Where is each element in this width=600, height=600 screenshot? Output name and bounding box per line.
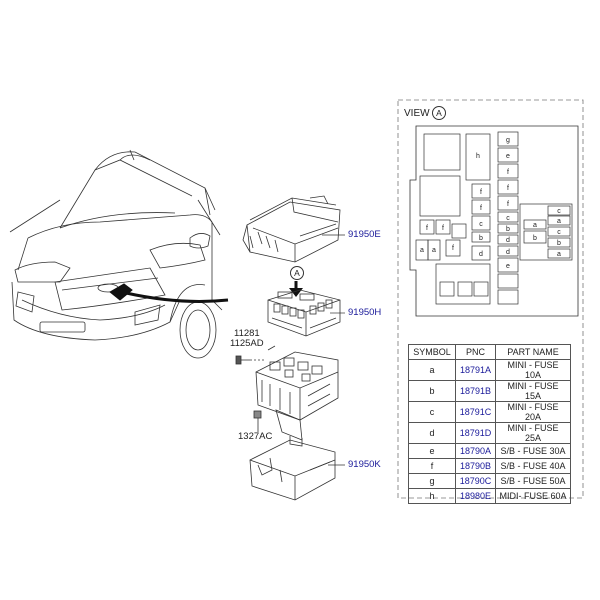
header-part-name: PART NAME [495, 344, 571, 360]
header-symbol: SYMBOL [408, 344, 456, 360]
fuse-label: d [506, 237, 510, 244]
pnc-cell[interactable]: 18790B [455, 458, 496, 474]
part-name-cell: MINI - FUSE 25A [495, 422, 571, 444]
table-row: d 18791D MINI - FUSE 25A [408, 422, 571, 444]
fuse-label: e [506, 153, 510, 160]
fuse-label: f [426, 225, 428, 232]
fuse-label: a [557, 218, 561, 225]
part-name-cell: MINI - FUSE 15A [495, 380, 571, 402]
fuse-label: c [557, 229, 561, 236]
fuse-label: f [507, 201, 509, 208]
fuse-label: h [476, 153, 480, 160]
table-row: a 18791A MINI - FUSE 10A [408, 359, 571, 381]
fuse-label: f [442, 225, 444, 232]
callout-bolt-code: 11281 [234, 328, 260, 339]
fuse-label: e [506, 263, 510, 270]
fuse-label: c [506, 215, 510, 222]
view-arrow [289, 281, 303, 297]
part-name-cell: S/B - FUSE 40A [495, 458, 571, 474]
fuse-label: b [533, 235, 537, 242]
fuse-label: b [479, 235, 483, 242]
table-row: g 18790C S/B - FUSE 50A [408, 473, 571, 489]
fuse-label: g [506, 137, 510, 144]
pnc-cell[interactable]: 18791C [455, 401, 496, 423]
car-fuse-box-location [109, 283, 229, 303]
fuse-box-body [255, 345, 339, 441]
pnc-cell[interactable]: 18791D [455, 422, 496, 444]
fuse-layout-outline [409, 125, 579, 317]
fuse-label: a [533, 222, 537, 229]
pnc-cell[interactable]: 18980E [455, 488, 496, 504]
fuse-label: f [480, 189, 482, 196]
part-name-cell: S/B - FUSE 50A [495, 473, 571, 489]
pnc-cell[interactable]: 18791B [455, 380, 496, 402]
fuse-label: f [507, 169, 509, 176]
header-pnc: PNC [455, 344, 496, 360]
pnc-cell[interactable]: 18790C [455, 473, 496, 489]
fuse-block [267, 289, 341, 337]
table-header-row: SYMBOL PNC PART NAME [408, 344, 571, 360]
fuse-box-cover [242, 195, 341, 263]
table-row: h 18980E MIDI- FUSE 60A [408, 488, 571, 504]
symbol-cell: h [408, 488, 456, 504]
fuse-label: b [557, 240, 561, 247]
view-title: VIEW [404, 108, 430, 119]
nut [253, 410, 262, 432]
part-name-cell: MIDI- FUSE 60A [495, 488, 571, 504]
part-name-cell: MINI - FUSE 10A [495, 359, 571, 381]
callout-nut: 1327AC [238, 431, 273, 442]
arrow-marker: A [290, 266, 304, 280]
table-row: b 18791B MINI - FUSE 15A [408, 380, 571, 402]
callout-bolt-code2: 1125AD [230, 338, 264, 349]
callout-block: 91950H [348, 307, 382, 318]
fuse-label: f [480, 205, 482, 212]
part-name-cell: S/B - FUSE 30A [495, 443, 571, 459]
bolt [235, 355, 266, 365]
symbol-cell: d [408, 422, 456, 444]
fuse-box-lower-cover [249, 436, 336, 501]
view-marker: A [432, 106, 446, 120]
part-name-cell: MINI - FUSE 20A [495, 401, 571, 423]
callout-cover: 91950E [348, 229, 381, 240]
pnc-cell[interactable]: 18790A [455, 443, 496, 459]
fuse-layout [415, 131, 573, 305]
symbol-cell: e [408, 443, 456, 459]
fuse-label: a [420, 247, 424, 254]
car-illustration [9, 149, 223, 359]
fuse-label: a [432, 247, 436, 254]
fuse-label: c [479, 221, 483, 228]
symbol-cell: c [408, 401, 456, 423]
fuse-label: d [506, 249, 510, 256]
symbol-cell: f [408, 458, 456, 474]
table-row: c 18791C MINI - FUSE 20A [408, 401, 571, 423]
fuse-label: a [557, 251, 561, 258]
pnc-cell[interactable]: 18791A [455, 359, 496, 381]
fuse-letters: h g e f f f c b d d e f f c b d f f a a … [420, 137, 561, 270]
table-row: e 18790A S/B - FUSE 30A [408, 443, 571, 459]
callout-lower: 91950K [348, 459, 381, 470]
fuse-label: f [452, 245, 454, 252]
symbol-cell: g [408, 473, 456, 489]
fuse-label: c [557, 208, 561, 215]
symbol-cell: a [408, 359, 456, 381]
fuse-label: f [507, 185, 509, 192]
table-row: f 18790B S/B - FUSE 40A [408, 458, 571, 474]
fuse-label: d [479, 251, 483, 258]
parts-table: SYMBOL PNC PART NAME a 18791A MINI - FUS… [408, 344, 571, 504]
fuse-label: b [506, 226, 510, 233]
symbol-cell: b [408, 380, 456, 402]
